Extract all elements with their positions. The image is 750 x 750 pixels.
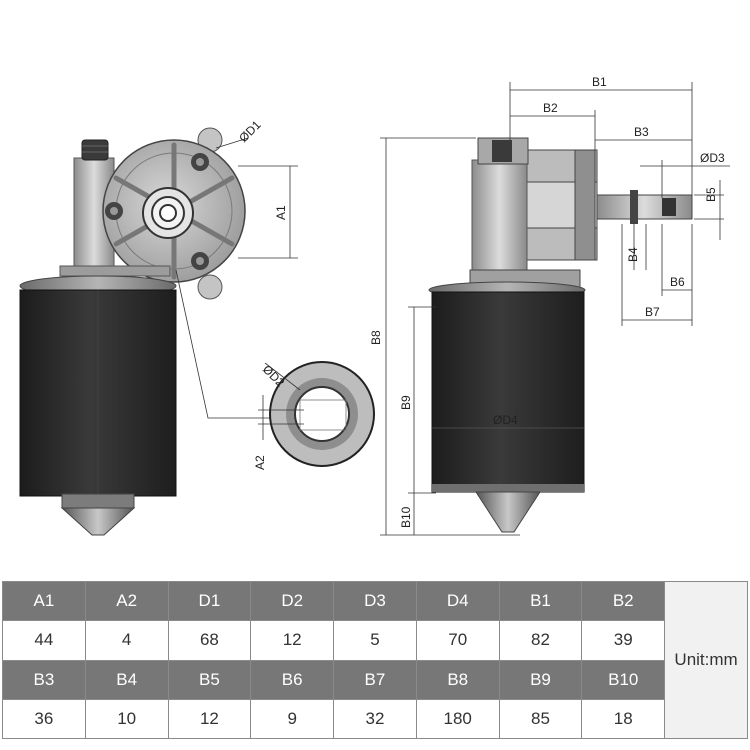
table-header-cell: B7	[333, 659, 417, 700]
mount-lug	[197, 274, 223, 300]
table-value-cell: 32	[333, 698, 417, 740]
table-header-cell: A2	[84, 580, 169, 622]
table-header-cell: B8	[415, 659, 500, 700]
table-value-cell: 44	[2, 620, 86, 661]
dim-label-a2: A2	[253, 455, 267, 470]
table-value-cell: 9	[250, 698, 335, 740]
table-header-cell: B1	[498, 580, 583, 622]
technical-drawing: ØD1 A1 ØD2 A2	[19, 75, 730, 536]
output-shaft	[596, 194, 693, 220]
dimension-table: A1 A2 D1 D2 D3 D4 B1 B2 Unit:mm 44 4 68 …	[2, 580, 748, 740]
dim-label-b6: B6	[670, 275, 685, 289]
table-header-cell: B5	[167, 659, 252, 700]
dim-label-a1: A1	[274, 205, 288, 220]
table-value-cell: 12	[250, 620, 335, 661]
side-view: ØD4 B1 B2 B3 ØD3 B5 B4 B6	[369, 75, 730, 536]
table-value-cell: 10	[84, 698, 169, 740]
end-cone	[60, 507, 136, 536]
bolt-holes	[105, 153, 209, 270]
dim-label-d1: ØD1	[236, 118, 264, 146]
dim-label-b9: B9	[399, 395, 413, 410]
worm-column-side	[471, 159, 528, 286]
table-header-cell: B9	[498, 659, 583, 700]
unit-label: Unit:mm	[664, 581, 748, 739]
shaft-detail: ØD2 A2	[253, 361, 375, 470]
dim-label-b4: B4	[626, 247, 640, 262]
table-header-cell: B6	[250, 659, 335, 700]
dim-label-b3: B3	[634, 125, 649, 139]
table-value-cell: 70	[415, 620, 500, 661]
table-value-row: 36 10 12 9 32 180 85 18	[2, 698, 748, 740]
table-header-cell: D4	[415, 580, 500, 622]
table-header-row: A1 A2 D1 D2 D3 D4 B1 B2 Unit:mm	[2, 580, 748, 739]
table-header-cell: D1	[167, 580, 252, 622]
motor-body-side	[431, 291, 585, 493]
table-value-cell: 5	[333, 620, 417, 661]
dim-label-d4: ØD4	[493, 413, 518, 427]
dim-label-b7: B7	[645, 305, 660, 319]
dim-label-d3: ØD3	[700, 151, 725, 165]
table-value-cell: 180	[415, 698, 500, 740]
table-header-cell: D2	[250, 580, 335, 622]
table-header-row: B3 B4 B5 B6 B7 B8 B9 B10	[2, 659, 748, 700]
table-value-cell: 85	[498, 698, 583, 740]
table-value-cell: 36	[2, 698, 86, 740]
table-value-cell: 68	[167, 620, 252, 661]
table-value-cell: 18	[581, 698, 666, 740]
dim-label-b2: B2	[543, 101, 558, 115]
table-value-row: 44 4 68 12 5 70 82 39	[2, 620, 748, 661]
table-value-cell: 39	[581, 620, 666, 661]
table-value-cell: 82	[498, 620, 583, 661]
table-header-cell: B10	[581, 659, 666, 700]
table-value-cell: 12	[167, 698, 252, 740]
table-header-cell: B4	[84, 659, 169, 700]
dim-label-b1: B1	[592, 75, 607, 89]
dim-label-b5: B5	[704, 187, 718, 202]
dim-label-b8: B8	[369, 330, 383, 345]
front-view: ØD1 A1	[19, 118, 298, 536]
table-header-cell: B2	[581, 580, 666, 622]
table-header-cell: D3	[333, 580, 417, 622]
top-cap	[81, 139, 109, 161]
table-header-cell: B3	[2, 659, 86, 700]
table-value-cell: 4	[84, 620, 169, 661]
dim-label-b10: B10	[399, 506, 413, 528]
table-header-cell: A1	[2, 580, 86, 622]
